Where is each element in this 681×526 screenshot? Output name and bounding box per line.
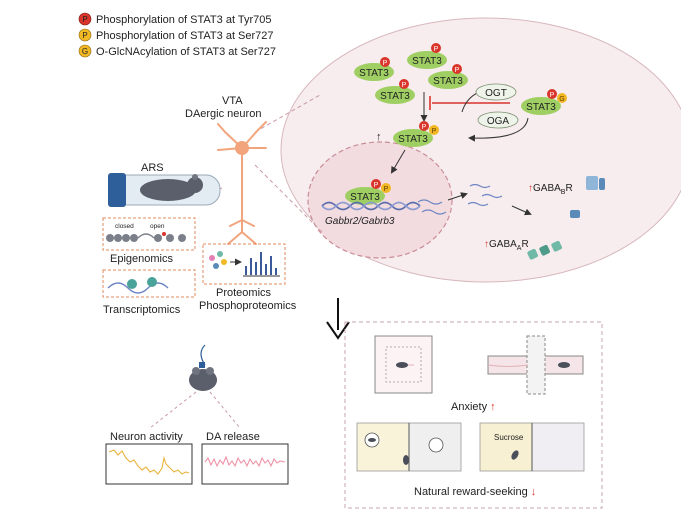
neuron-label: DAergic neuron [185,108,261,120]
svg-text:P: P [374,182,379,189]
proteomics-label: Proteomics [216,287,272,299]
svg-text:P: P [402,82,407,89]
legend-badge-3: G [82,47,88,56]
legend-badge-1: P [82,15,87,24]
reward-label: Natural reward-seeking↓ [414,486,536,498]
transcription-icon [107,277,169,294]
protein-spots-icon [209,251,242,269]
da-release-trace [204,455,286,468]
increase-arrow: ↑ [376,131,382,143]
ars-label: ARS [141,162,164,174]
projection-line-bottom [254,164,323,233]
stat3-double-phospho: ↑ STAT3 P P [376,121,439,147]
ogt-node [475,83,517,101]
mass-spectrum-icon [243,252,280,277]
da-neuron-icon [217,121,267,245]
cell-panel [280,17,681,283]
oga-node [477,111,519,129]
gaba-a-receptor-icon [527,240,562,260]
svg-text:STAT3: STAT3 [398,134,428,145]
phosphoproteomics-label: Phosphoproteomics [199,300,297,312]
stat3-glcnac: STAT3 P G [521,89,567,115]
svg-text:G: G [559,96,564,103]
epi-open-label: open [150,223,165,230]
svg-text:STAT3: STAT3 [380,91,410,102]
svg-text:P: P [455,67,460,74]
tyr705-badge-icon [78,12,92,26]
mouse-icon [140,174,203,201]
plus-maze-icon [487,335,584,395]
proteomics-box [202,243,286,285]
svg-text:P: P [383,60,388,67]
svg-text:P: P [550,92,555,99]
open-field-icon [374,335,433,394]
legend-item-ser727: P Phosphorylation of STAT3 at Ser727 [78,28,274,42]
vta-label: VTA [222,95,243,107]
chromatin-icon [106,232,186,242]
neuron-activity-trace [108,449,190,475]
svg-text:P: P [434,46,439,53]
social-chamber-icon [356,422,462,472]
sucrose-label: Sucrose [494,433,524,442]
legend-text-3: O-GlcNAcylation of STAT3 at Ser727 [96,46,276,58]
arrow-into-nucleus [390,149,406,174]
gene-label: Gabbr2/Gabrb3 [325,216,395,227]
ser727-badge-icon [78,28,92,42]
stat3-molecule: STAT3 P [407,43,447,69]
svg-text:P: P [384,186,389,193]
glcnac-badge-icon [78,44,92,58]
epi-closed-label: closed [115,223,134,230]
legend-badge-2: P [82,31,87,40]
ogt-label: OGT [485,88,507,99]
anxiety-label: Anxiety↑ [451,401,496,413]
oga-label: OGA [487,116,510,127]
da-release-label: DA release [206,431,260,443]
dna-helix-icon [321,201,421,211]
neuron-activity-label: Neuron activity [110,431,183,443]
svg-text:STAT3: STAT3 [433,76,463,87]
stat3-molecule: STAT3 P [428,64,468,89]
transcriptomics-label: Transcriptomics [103,304,181,316]
projection-line-top [254,94,321,133]
arrow-to-translation [447,192,468,201]
arrow-to-receptor [511,205,532,216]
legend: P Phosphorylation of STAT3 at Tyr705 P P… [78,12,276,58]
stat3-molecule: STAT3 P [354,57,394,81]
svg-text:STAT3: STAT3 [526,102,556,113]
oga-arrow [468,117,529,142]
svg-text:STAT3: STAT3 [412,56,442,67]
link-line-da [209,391,241,429]
transcriptomics-box [102,269,196,298]
epigenomics-box [102,217,196,251]
legend-text-1: Phosphorylation of STAT3 at Tyr705 [96,14,271,26]
ogt-oga-cycle: OGT OGA STAT3 P G [461,83,567,142]
down-arrow-icon [326,298,350,340]
neuron-activity-box [105,443,193,485]
link-line-activity [149,391,197,429]
behavior-panel [344,321,603,509]
da-release-box [201,443,289,485]
gaba-a-label: ↑GABAAR [484,239,529,252]
svg-text:STAT3: STAT3 [350,192,380,203]
mrna-icon [417,183,503,215]
legend-item-tyr705: P Phosphorylation of STAT3 at Tyr705 [78,12,271,26]
epigenomics-label: Epigenomics [110,253,173,265]
gaba-b-label: ↑GABABR [528,183,573,196]
svg-text:STAT3: STAT3 [359,68,389,79]
legend-item-glcnac: G O-GlcNAcylation of STAT3 at Ser727 [78,44,276,58]
stat3-nuclear: STAT3 P P [345,179,391,205]
legend-text-2: Phosphorylation of STAT3 at Ser727 [96,30,274,42]
svg-text:P: P [422,124,427,131]
recording-mouse-icon [189,344,217,391]
stat3-cluster: STAT3 P STAT3 P STAT3 P STAT3 P [354,43,468,104]
svg-text:P: P [432,128,437,135]
sucrose-chamber-icon [479,422,585,472]
gaba-b-receptor-icon [570,176,605,218]
stat3-molecule: STAT3 P [375,79,415,104]
